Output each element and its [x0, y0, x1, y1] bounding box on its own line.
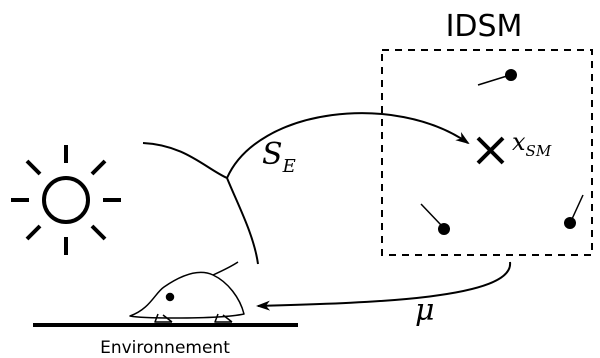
idsm-node — [477, 69, 517, 86]
sun-icon — [11, 145, 121, 255]
sensor-field-curve — [142, 142, 259, 265]
idsm-box — [381, 49, 593, 256]
environment-label: Environnement — [100, 338, 230, 358]
idsm-node — [564, 194, 584, 229]
sensor-label: SE — [262, 137, 296, 177]
sensor-arrow — [226, 112, 470, 179]
robot-icon — [129, 261, 245, 323]
idsm-title: IDSM — [446, 9, 523, 44]
motor-label: μ — [415, 293, 435, 328]
motor-arrow — [256, 261, 512, 311]
idsm-node — [420, 203, 450, 235]
state-cross-icon — [476, 136, 505, 165]
state-label: xSM — [512, 128, 552, 160]
